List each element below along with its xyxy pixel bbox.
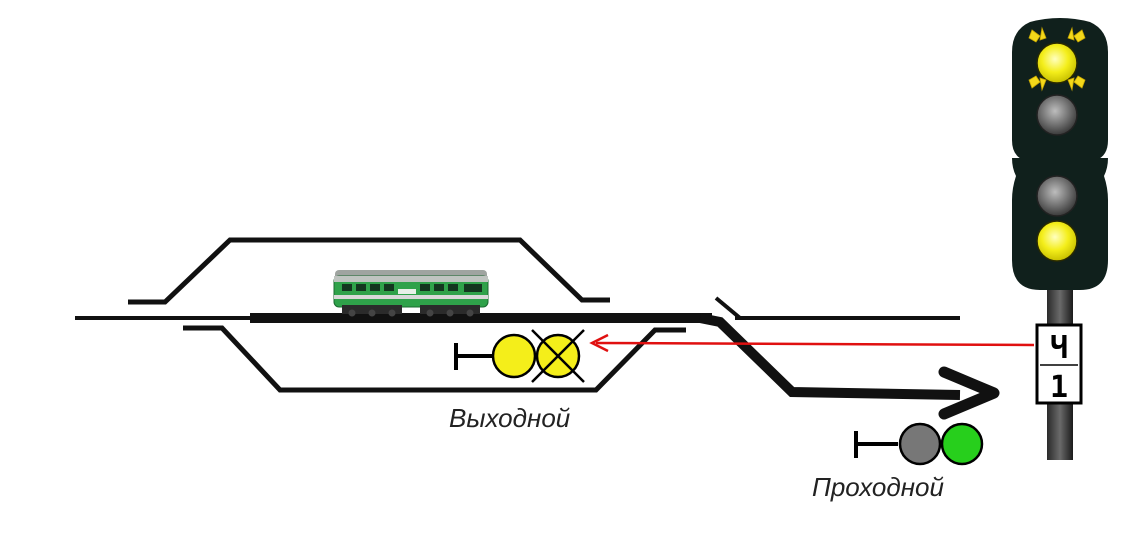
exit-signal-yellow-lamp-lit: [491, 333, 537, 379]
switch-blade: [714, 296, 742, 320]
diverging-route: [699, 313, 961, 400]
main-entry-signal: Ч 1: [1012, 18, 1108, 460]
block-signal-green-lamp-lit: [940, 422, 984, 466]
main-signal-yellow-lamp-lit: [1036, 220, 1078, 262]
exit-signal-label: Выходной: [449, 403, 571, 433]
exit-signal: [454, 329, 585, 383]
track-layout: [75, 237, 961, 400]
signal-plate-letter: Ч: [1050, 331, 1068, 366]
main-signal-yellow-lamp-flashing: [1036, 42, 1078, 84]
block-signal-unlit-lamp: [898, 422, 942, 466]
flashing-rays-icon: [1028, 26, 1086, 92]
locomotive-icon: [333, 270, 489, 317]
upper-siding-track: [128, 237, 610, 305]
main-signal-unlit-lamp-2: [1036, 94, 1078, 136]
block-signal-label: Проходной: [812, 472, 944, 502]
block-signal: [854, 422, 984, 466]
main-signal-unlit-lamp-3: [1036, 175, 1078, 217]
flashing-indicator-icon: [531, 329, 585, 383]
signal-number-plate: [1035, 323, 1083, 405]
route-direction-arrow-icon: [938, 366, 1000, 420]
repeat-indication-arrow-icon: [589, 333, 1035, 353]
lower-siding-track: [183, 325, 686, 393]
signal-head-upper: [1012, 18, 1108, 160]
signal-plate-number: 1: [1050, 370, 1068, 405]
